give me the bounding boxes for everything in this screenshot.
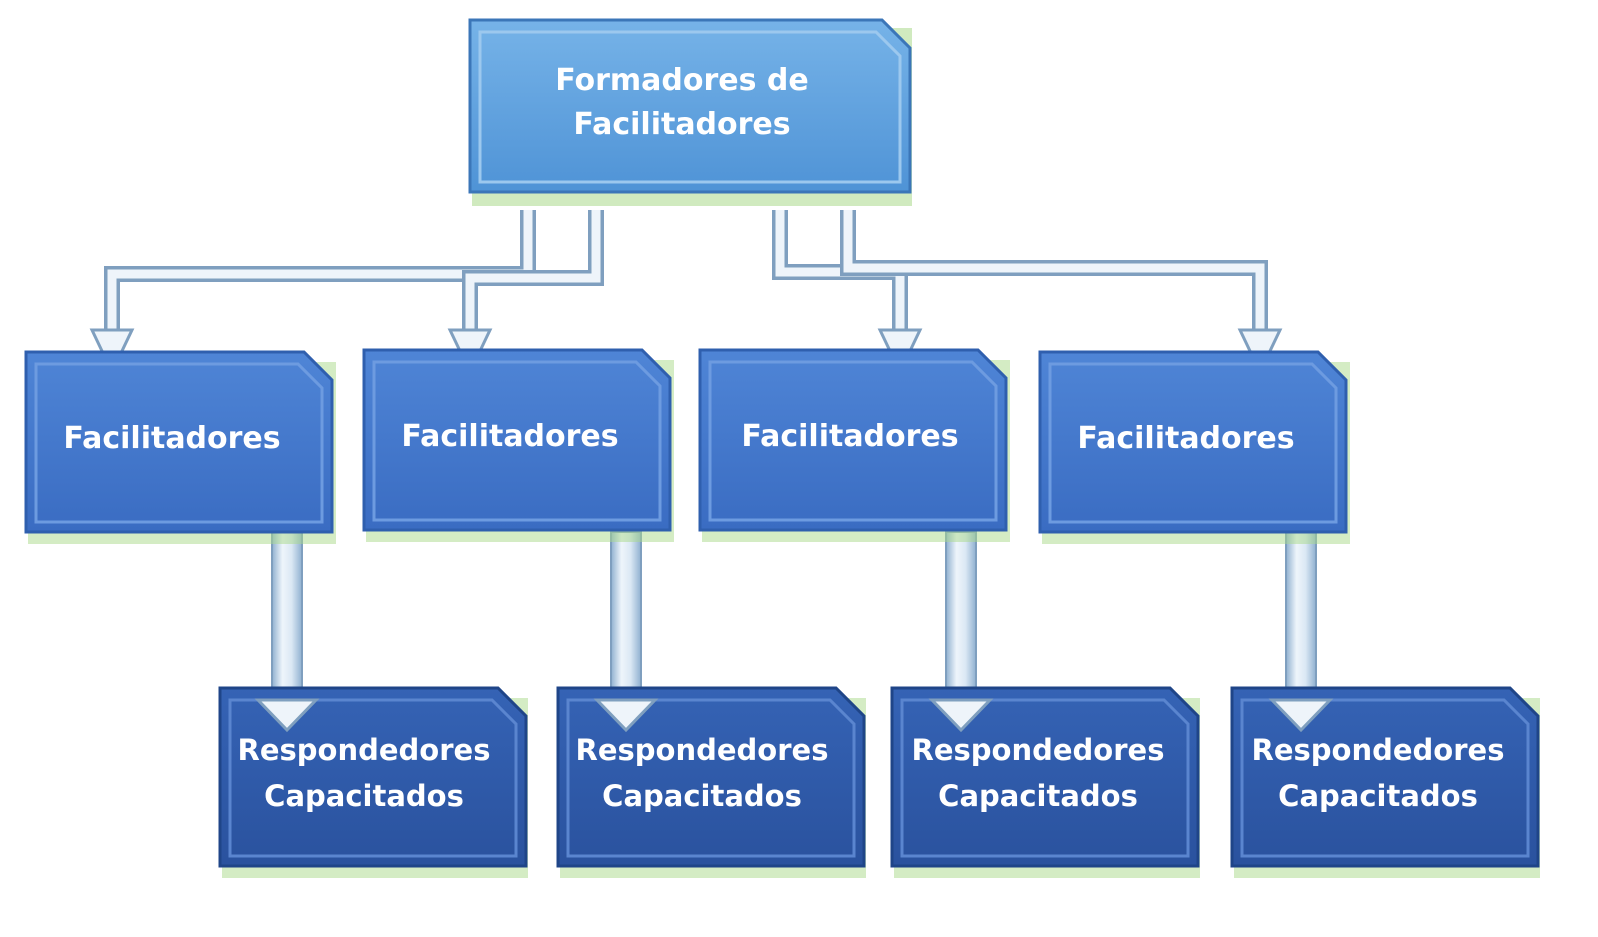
- arrowhead-responder-3-overlay: [928, 698, 994, 733]
- responder-3-line-2: Capacitados: [938, 779, 1138, 813]
- responder-1-line-1: Respondedores: [238, 733, 491, 767]
- arrowhead-responder-2-overlay: [593, 698, 659, 733]
- arrowhead-responder-4-overlay: [1268, 698, 1334, 733]
- facilitator-node-1: Facilitadores: [24, 350, 336, 544]
- responder-node-1: Respondedores Capacitados: [218, 686, 528, 878]
- connector-root-to-facilitator-2-inner: [465, 210, 601, 332]
- facilitator-label-2: Facilitadores: [401, 419, 618, 454]
- responder-4-line-2: Capacitados: [1278, 779, 1478, 813]
- responder-2-line-2: Capacitados: [602, 779, 802, 813]
- responder-node-2: Respondedores Capacitados: [556, 686, 866, 878]
- facilitator-node-2: Facilitadores: [362, 348, 674, 542]
- responder-1-line-2: Capacitados: [264, 779, 464, 813]
- responder-arrowheads-overlay: [254, 698, 1334, 733]
- pipe-facilitator-3-to-responder-3: [945, 531, 977, 705]
- responder-node-4: Respondedores Capacitados: [1230, 686, 1540, 878]
- responder-3-line-1: Respondedores: [912, 733, 1165, 767]
- facilitator-label-3: Facilitadores: [741, 419, 958, 454]
- root-node-line-2: Facilitadores: [573, 107, 790, 142]
- connector-root-to-facilitator-1-inner: [107, 210, 533, 332]
- responder-2-line-1: Respondedores: [576, 733, 829, 767]
- facilitator-node-3: Facilitadores: [698, 348, 1010, 542]
- pipe-facilitator-4-to-responder-4: [1285, 531, 1317, 705]
- facilitator-label-1: Facilitadores: [63, 421, 280, 456]
- arrowhead-responder-1-overlay: [254, 698, 320, 733]
- root-node: Formadores de Facilitadores: [468, 18, 912, 206]
- responder-4-line-1: Respondedores: [1252, 733, 1505, 767]
- pipe-facilitator-2-to-responder-2: [610, 531, 642, 705]
- facilitator-node-4: Facilitadores: [1038, 350, 1350, 544]
- connector-root-to-facilitator-4-inner: [843, 210, 1265, 332]
- pipe-facilitator-1-to-responder-1: [271, 531, 303, 705]
- facilitator-label-4: Facilitadores: [1077, 421, 1294, 456]
- responder-node-3: Respondedores Capacitados: [890, 686, 1200, 878]
- root-node-line-1: Formadores de: [555, 63, 809, 98]
